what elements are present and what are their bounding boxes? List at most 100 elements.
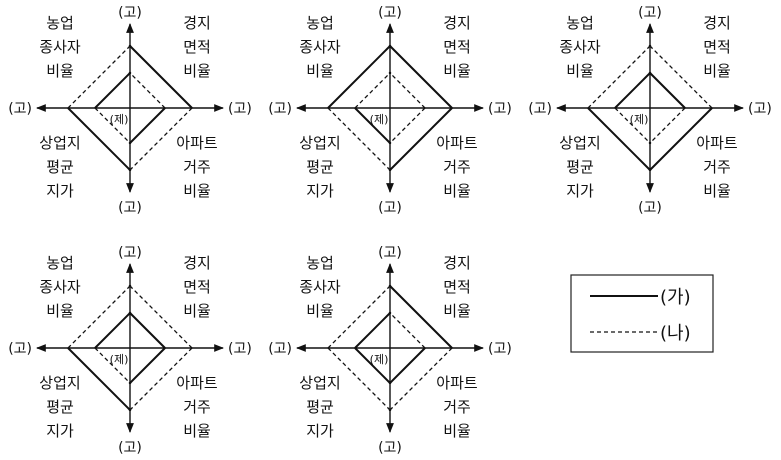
series-ga-top-right-segment <box>389 45 453 109</box>
quadrant-label-top-right: 경지 <box>183 14 211 32</box>
series-na-top-left-segment <box>327 285 391 349</box>
quadrant-label-bottom-left: 평균 <box>306 158 334 176</box>
quadrant-label-top-left: 종사자 <box>299 38 341 56</box>
quadrant-label-bottom-right: 거주 <box>443 158 471 176</box>
quadrant-label-top-right: 면적 <box>183 38 211 56</box>
radar-chart-3: (고)(고)(고)(고)(제)농업종사자비율경지면적비율상업지평균지가아파트거주… <box>528 5 772 216</box>
series-na-bottom-left-segment <box>94 347 131 384</box>
quadrant-label-bottom-right: 아파트 <box>176 134 218 152</box>
quadrant-label-bottom-left: 상업지 <box>559 134 600 152</box>
quadrant-label-top-left: 비율 <box>306 302 334 320</box>
quadrant-label-top-left: 종사자 <box>39 38 81 56</box>
quadrant-label-bottom-left: 평균 <box>46 158 74 176</box>
quadrant-label-bottom-right: 아파트 <box>436 374 478 392</box>
axis-high-label-bottom: (고) <box>638 200 662 216</box>
series-na-bottom-right-segment <box>389 107 426 144</box>
series-ga-top-left-segment <box>94 312 131 349</box>
quadrant-label-top-right: 면적 <box>183 278 211 296</box>
axis-low-label: (제) <box>370 353 389 366</box>
axis-tick-dot <box>648 71 652 75</box>
quadrant-label-top-left: 농업 <box>306 254 334 272</box>
series-na-top-right-segment <box>389 312 426 349</box>
series-na-top-left-segment <box>354 72 391 109</box>
axis-low-label: (제) <box>630 113 649 126</box>
quadrant-label-bottom-left: 평균 <box>306 398 334 416</box>
series-ga-top-left-segment <box>354 312 391 349</box>
quadrant-label-bottom-left: 지가 <box>306 182 334 200</box>
quadrant-label-top-right: 경지 <box>443 254 471 272</box>
axis-high-label-right: (고) <box>228 341 252 357</box>
quadrant-label-top-right: 비율 <box>183 62 211 80</box>
legend-solid-label: (가) <box>660 287 691 308</box>
axis-high-label-top: (고) <box>638 5 662 21</box>
quadrant-label-top-left: 비율 <box>306 62 334 80</box>
series-ga-top-right-segment <box>129 312 166 349</box>
series-na-top-right-segment <box>129 72 166 109</box>
quadrant-label-bottom-right: 비율 <box>183 422 211 440</box>
radar-chart-2: (고)(고)(고)(고)(제)농업종사자비율경지면적비율상업지평균지가아파트거주… <box>268 5 512 216</box>
axis-tick-dot <box>648 168 652 172</box>
quadrant-label-bottom-right: 아파트 <box>176 374 218 392</box>
quadrant-label-bottom-right: 비율 <box>183 182 211 200</box>
quadrant-label-top-left: 종사자 <box>39 278 81 296</box>
series-na-bottom-right-segment <box>649 107 686 144</box>
quadrant-label-top-right: 면적 <box>703 38 731 56</box>
quadrant-label-top-left: 농업 <box>566 14 594 32</box>
axis-high-label-left: (고) <box>268 341 292 357</box>
axis-high-label-top: (고) <box>118 245 142 261</box>
axis-high-label-top: (고) <box>378 245 402 261</box>
axis-tick-dot <box>128 71 132 75</box>
axis-high-label-left: (고) <box>8 101 32 117</box>
series-ga-top-right-segment <box>129 45 193 109</box>
axis-low-label: (제) <box>110 353 129 366</box>
quadrant-label-bottom-left: 평균 <box>46 398 74 416</box>
series-na-bottom-right-segment <box>129 107 193 171</box>
axis-low-label: (제) <box>110 113 129 126</box>
series-na-top-right-segment <box>649 45 713 109</box>
legend-box: (가) (나) <box>570 274 714 353</box>
series-na-bottom-right-segment <box>129 347 193 411</box>
series-na-bottom-left-segment <box>94 107 131 144</box>
quadrant-label-bottom-left: 지가 <box>46 182 74 200</box>
axis-high-label-left: (고) <box>528 101 552 117</box>
axis-tick-dot <box>388 44 392 48</box>
radar-chart-5: (고)(고)(고)(고)(제)농업종사자비율경지면적비율상업지평균지가아파트거주… <box>268 245 512 456</box>
quadrant-label-top-right: 면적 <box>443 278 471 296</box>
quadrant-label-top-left: 비율 <box>46 62 74 80</box>
series-na-bottom-left-segment <box>327 347 391 411</box>
series-ga-bottom-left-segment <box>67 347 131 411</box>
quadrant-label-bottom-left: 상업지 <box>299 134 340 152</box>
axis-tick-dot <box>128 408 132 412</box>
axis-high-label-bottom: (고) <box>378 200 402 216</box>
quadrant-label-bottom-right: 아파트 <box>696 134 738 152</box>
axis-high-label-left: (고) <box>268 101 292 117</box>
quadrant-label-bottom-right: 비율 <box>443 182 471 200</box>
series-na-bottom-left-segment <box>327 107 391 171</box>
quadrant-label-bottom-right: 거주 <box>703 158 731 176</box>
quadrant-label-top-left: 비율 <box>46 302 74 320</box>
series-ga-top-right-segment <box>649 72 686 109</box>
series-ga-bottom-left-segment <box>354 347 391 384</box>
quadrant-label-bottom-right: 거주 <box>183 158 211 176</box>
axis-tick-dot <box>648 141 652 145</box>
quadrant-label-top-left: 농업 <box>46 254 74 272</box>
axis-high-label-top: (고) <box>118 5 142 21</box>
axis-low-label: (제) <box>370 113 389 126</box>
quadrant-label-bottom-left: 지가 <box>306 422 334 440</box>
axis-high-label-left: (고) <box>8 341 32 357</box>
quadrant-label-top-right: 면적 <box>443 38 471 56</box>
axis-tick-dot <box>388 408 392 412</box>
quadrant-label-bottom-left: 지가 <box>566 182 594 200</box>
axis-tick-dot <box>388 141 392 145</box>
quadrant-label-top-left: 종사자 <box>559 38 601 56</box>
series-ga-top-left-segment <box>614 72 651 109</box>
axis-high-label-bottom: (고) <box>378 440 402 456</box>
quadrant-label-bottom-left: 상업지 <box>39 134 80 152</box>
axis-tick-dot <box>128 141 132 145</box>
series-ga-top-left-segment <box>94 72 131 109</box>
axis-tick-dot <box>388 311 392 315</box>
quadrant-label-bottom-right: 아파트 <box>436 134 478 152</box>
series-na-top-right-segment <box>129 285 193 349</box>
quadrant-label-top-right: 비율 <box>443 62 471 80</box>
